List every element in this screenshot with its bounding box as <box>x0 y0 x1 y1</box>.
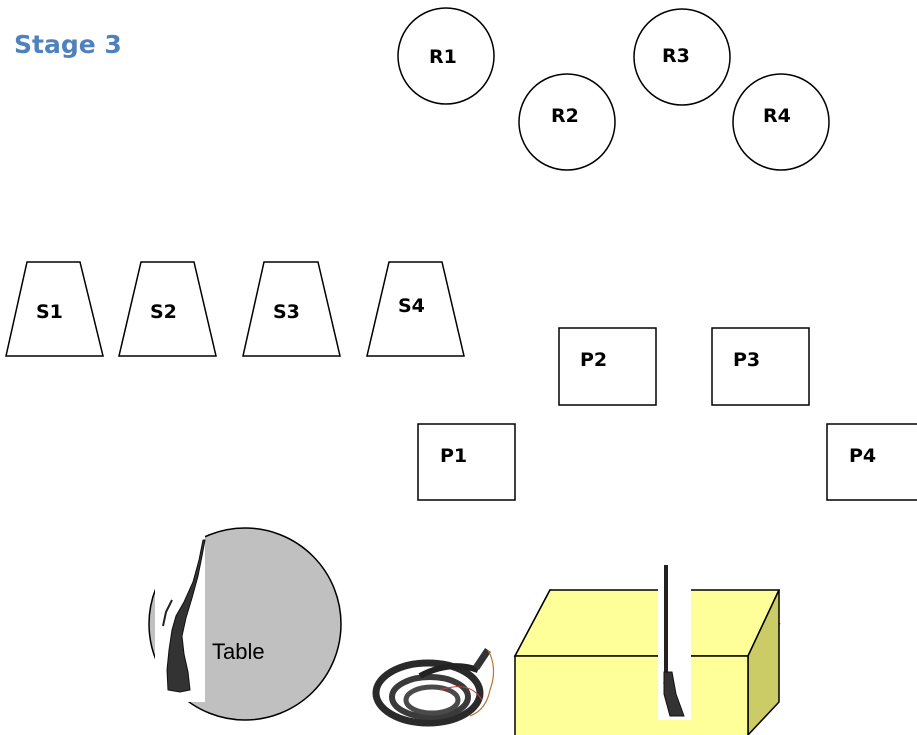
stage-title: Stage 3 <box>14 30 122 59</box>
round-target-r4: R4 <box>732 73 830 171</box>
round-target-r2: R2 <box>518 73 616 171</box>
whip-icon <box>372 648 495 727</box>
plate-target-p2: P2 <box>558 327 657 406</box>
silhouette-target-s2: S2 <box>118 261 217 357</box>
plate-target-p1-label: P1 <box>440 445 467 467</box>
round-target-r1: R1 <box>397 7 495 105</box>
table-label: Table <box>212 639 265 664</box>
round-target-r3: R3 <box>633 8 731 106</box>
plate-target-p3-label: P3 <box>733 349 760 371</box>
silhouette-target-s3-label: S3 <box>273 301 300 323</box>
silhouette-target-s4: S4 <box>366 261 465 357</box>
plate-target-p1: P1 <box>417 423 516 501</box>
round-target-r1-label: R1 <box>429 46 457 68</box>
plate-target-p2-label: P2 <box>580 349 607 371</box>
silhouette-target-s2-label: S2 <box>150 301 177 323</box>
silhouette-target-s3: S3 <box>242 261 341 357</box>
round-target-r2-label: R2 <box>551 105 579 127</box>
plate-target-p3: P3 <box>711 327 810 406</box>
round-target-r3-label: R3 <box>662 45 690 67</box>
plate-target-p4: P4 <box>826 423 917 501</box>
rifle-icon <box>162 539 206 693</box>
silhouette-target-s1: S1 <box>5 261 104 357</box>
plate-target-p4-label: P4 <box>849 445 876 467</box>
round-target-r4-label: R4 <box>763 105 791 127</box>
box <box>513 589 781 735</box>
silhouette-target-s1-label: S1 <box>36 301 63 323</box>
silhouette-target-s4-label: S4 <box>398 295 425 317</box>
shotgun-icon <box>658 565 691 720</box>
